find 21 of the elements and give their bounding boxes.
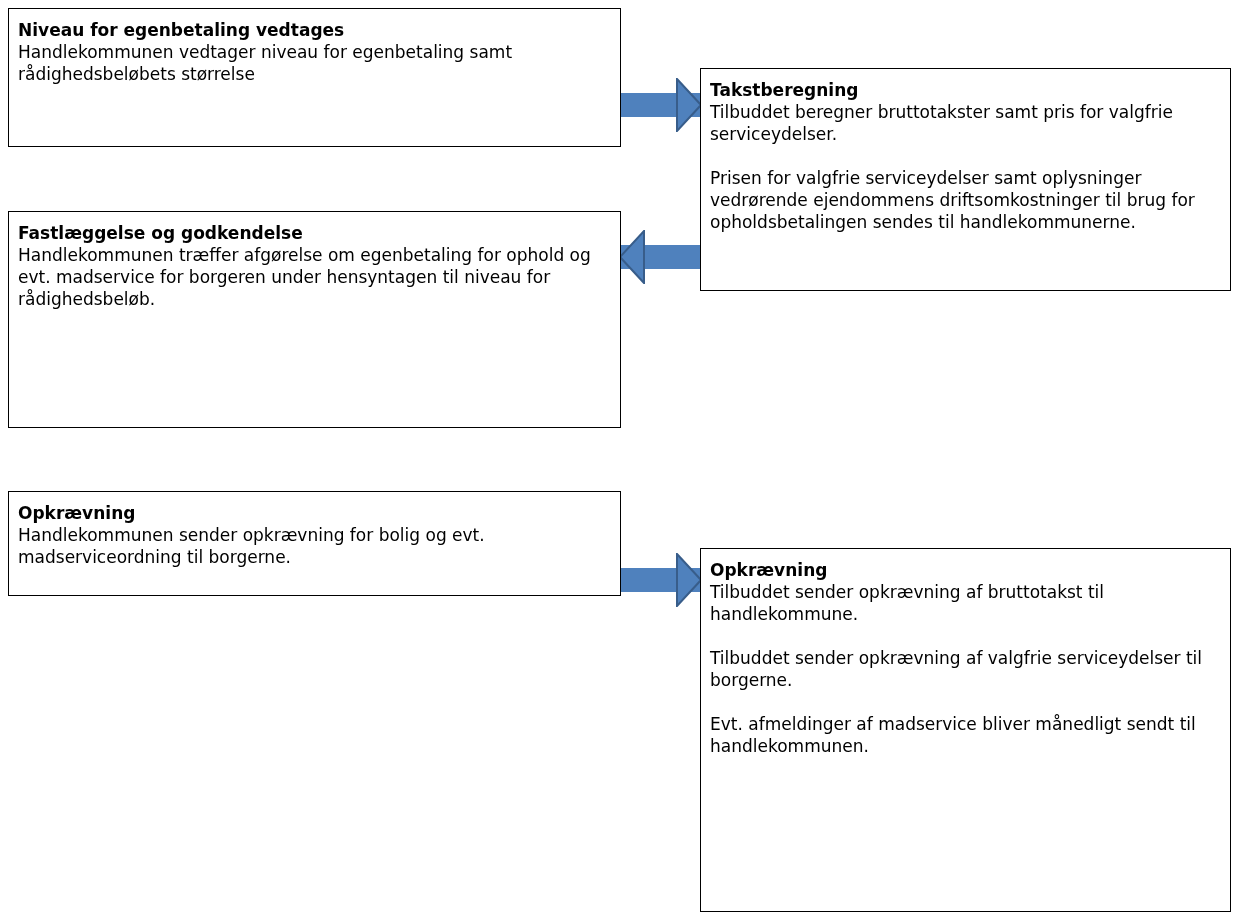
box-text: Handlekommunen sender opkrævning for bolig og evt. madserviceordning til borgerne. [18, 524, 486, 568]
box-text: Tilbuddet sender opkrævning af valgfrie serviceydelser til borgerne. [710, 647, 1204, 691]
text-box [700, 68, 1231, 291]
block-arrow [621, 78, 702, 132]
box-heading: Opkrævning [710, 559, 829, 581]
block-arrow [619, 230, 700, 284]
box-heading: Fastlæggelse og godkendelse [18, 222, 304, 244]
text-box [8, 491, 621, 596]
text-box [700, 548, 1231, 912]
box-heading: Takstberegning [710, 79, 860, 101]
box-text: Handlekommunen træffer afgørelse om egenbetaling for ophold og evt. madservice for borgeren under hensyntagen til niveau for rådighedsbeløb. [18, 244, 592, 310]
text-box [8, 211, 621, 428]
box-text: Tilbuddet sender opkrævning af bruttotakst til handlekommune. [710, 581, 1106, 625]
box-text: Tilbuddet beregner bruttotakster samt pris for valgfrie serviceydelser. [710, 101, 1174, 145]
box-heading: Opkrævning [18, 502, 137, 524]
block-arrow [621, 553, 702, 607]
box-text: Handlekommunen vedtager niveau for egenbetaling samt rådighedsbeløbets størrelse [18, 41, 514, 85]
text-box [8, 8, 621, 147]
box-text: Prisen for valgfrie serviceydelser samt oplysninger vedrørende ejendommens driftsomkostninger til brug for opholdsbetalingen sendes til handlekommunerne. [710, 167, 1196, 233]
box-text: Evt. afmeldinger af madservice bliver månedligt sendt til handlekommunen. [710, 713, 1197, 757]
box-heading: Niveau for egenbetaling vedtages [18, 19, 346, 41]
